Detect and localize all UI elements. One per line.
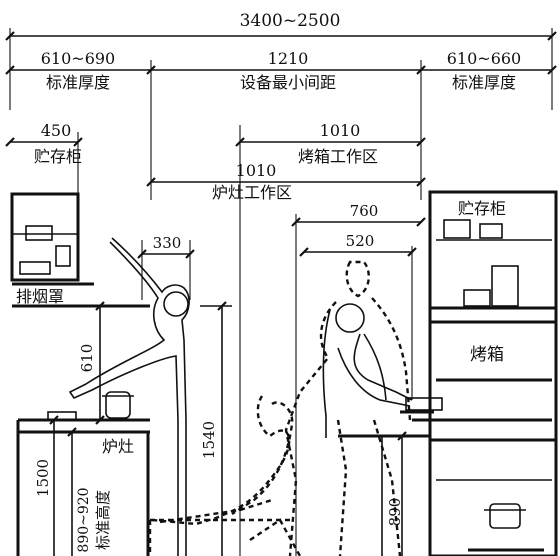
- left-wall-cabinet: [10, 192, 80, 282]
- low-890-text: 890: [386, 498, 404, 527]
- height-1500-text: 1500: [34, 459, 52, 497]
- left-standard-label: 标准厚度: [46, 73, 110, 92]
- stove-zone-label: 炉灶工作区: [212, 183, 292, 202]
- right-storage-label: 贮存柜: [458, 199, 506, 218]
- reach-height-dimension: 1540: [200, 301, 232, 556]
- zone-dimensions: 450 贮存柜 1010 烤箱工作区 1010 炉灶工作区 330 760: [5, 121, 426, 556]
- right-tall-cabinet: 贮存柜 烤箱: [412, 190, 558, 556]
- oven-label: 烤箱: [470, 345, 504, 365]
- reach-760-text: 760: [350, 202, 379, 220]
- hood-label: 排烟罩: [16, 287, 64, 306]
- center-min-spacing-label: 设备最小间距: [240, 73, 336, 92]
- center-width-text: 1210: [268, 49, 309, 68]
- counter-height-dimensions: 1500 890~920 标准高度: [34, 415, 112, 556]
- oven-counter: 890: [338, 397, 443, 556]
- reach-520-text: 520: [346, 232, 375, 250]
- reach-330-text: 330: [153, 234, 182, 252]
- figure-reaching-hood: [68, 237, 190, 556]
- height-1540-text: 1540: [200, 421, 218, 459]
- overall-width-text: 3400~2500: [240, 11, 341, 31]
- hood-height-dimension: 610: [78, 301, 105, 425]
- right-width-text: 610~660: [447, 49, 521, 68]
- stove-zone-width-text: 1010: [236, 161, 277, 180]
- hood-height-text: 610: [78, 344, 96, 373]
- stove-base-cabinet: 炉灶: [16, 391, 150, 556]
- figure-using-oven: [322, 303, 413, 438]
- left-width-text: 610~690: [41, 49, 115, 68]
- storage-width-text: 450: [41, 121, 72, 140]
- oven-zone-label: 烤箱工作区: [298, 147, 378, 166]
- oven-zone-width-text: 1010: [320, 121, 361, 140]
- section-dimensions: 610~690 标准厚度 1210 设备最小间距 610~660 标准厚度: [5, 49, 557, 200]
- counter-height-text: 890~920: [76, 487, 92, 552]
- range-hood: 排烟罩: [12, 282, 150, 308]
- stove-label: 炉灶: [102, 437, 134, 456]
- right-standard-label: 标准厚度: [452, 73, 516, 92]
- storage-label: 贮存柜: [34, 147, 82, 166]
- counter-height-label: 标准高度: [94, 490, 112, 550]
